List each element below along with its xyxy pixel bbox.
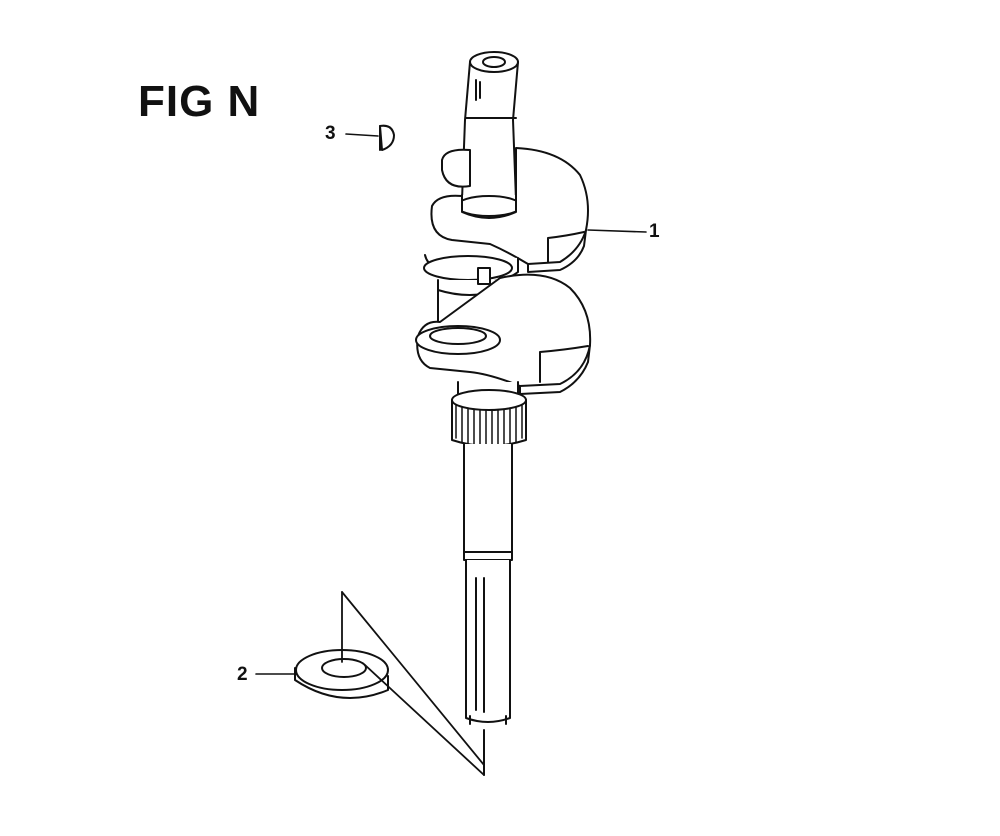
crankshaft-part [415,51,592,776]
callout-number-crankshaft: 1 [649,221,660,242]
callout-number-key: 3 [325,123,336,144]
leader-lines [255,133,647,675]
callout-number-oil-seal: 2 [237,664,248,685]
figure-title: FIG N [138,77,261,126]
woodruff-key-part [379,124,395,151]
oil-seal-part [294,649,389,699]
assembly-guide-lines [341,591,485,776]
